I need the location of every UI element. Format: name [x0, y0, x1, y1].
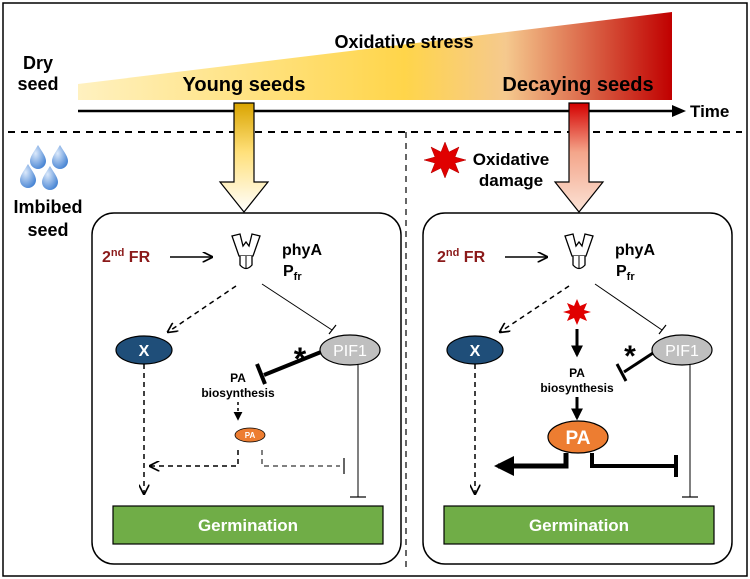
- panel-border: [91, 212, 402, 565]
- pif1-inhibits-pa-line: [623, 351, 654, 374]
- pfr-label: Pfr: [616, 263, 635, 283]
- phya-inhibits-pif1-line: [261, 283, 333, 331]
- phya-to-x-arrow: [500, 285, 570, 332]
- pif1-node-label: PIF1: [333, 343, 367, 360]
- imbibed-seed-label-line1: Imbibed: [13, 197, 82, 217]
- pa-node-small-label: PA: [245, 431, 256, 440]
- imbibed-seed-label-line2: seed: [27, 220, 68, 240]
- pa-node-large: [547, 420, 609, 454]
- pif1-node: [319, 334, 381, 366]
- timeline-header: Dry seed Oxidative stress Young seeds De…: [8, 12, 742, 133]
- pa-node-small: [234, 427, 266, 443]
- oxidative-damage-label-line1: Oxidative: [473, 150, 550, 169]
- panel-border: [422, 212, 733, 565]
- pif1-inhibits-pa-line: [263, 350, 322, 377]
- phya-label: phyA: [282, 242, 322, 259]
- phya-to-x-arrow: [168, 285, 237, 332]
- decaying-seeds-label: Decaying seeds: [502, 74, 653, 96]
- pfr-label: Pfr: [283, 263, 302, 283]
- phya-label: phyA: [615, 242, 655, 259]
- water-drops-icon: [20, 145, 68, 190]
- oxidative-damage-starburst-icon: [563, 299, 591, 325]
- dry-seed-label-line2: seed: [17, 74, 58, 94]
- germination-box: [443, 505, 715, 545]
- oxidative-damage-label-line2: damage: [479, 171, 543, 190]
- second-fr-label: 2nd FR: [102, 247, 151, 266]
- x-node-label: X: [139, 343, 150, 360]
- phya-photoreceptor-icon: [231, 233, 261, 270]
- pa-inhibits-line: [261, 450, 340, 467]
- pa-biosynthesis-label-line1: PA: [569, 366, 585, 380]
- germination-box: [112, 505, 384, 545]
- x-node-label: X: [470, 343, 481, 360]
- pa-promotes-arrow: [494, 453, 569, 476]
- pif1-inhibition-bar: [615, 363, 628, 382]
- pa-biosynthesis-label-line2: biosynthesis: [540, 381, 614, 395]
- pa-biosynthesis-label-line1: PA: [230, 371, 246, 385]
- oxidative-damage-starburst-icon: [423, 141, 467, 179]
- decaying-seeds-arrow: [553, 102, 605, 213]
- pif1-node: [651, 334, 713, 366]
- inhibition-bar: [328, 324, 337, 335]
- oxidative-stress-label: Oxidative stress: [334, 32, 473, 52]
- pa-inhibits-line: [590, 453, 674, 468]
- time-label: Time: [690, 102, 729, 121]
- pa-biosynthesis-label-line2: biosynthesis: [201, 386, 275, 400]
- pa-promotes-arrow: [150, 450, 239, 466]
- phya-inhibits-pif1-line: [594, 283, 663, 331]
- asterisk-mark: *: [294, 341, 307, 377]
- germination-label: Germination: [198, 516, 298, 535]
- asterisk-mark: *: [624, 340, 636, 373]
- pif1-inhibition-bar: [255, 363, 267, 385]
- dry-seed-label-line1: Dry: [23, 53, 53, 73]
- inhibition-bar: [658, 324, 667, 335]
- germination-label: Germination: [529, 516, 629, 535]
- phya-photoreceptor-icon: [564, 233, 594, 270]
- second-fr-label: 2nd FR: [437, 247, 486, 266]
- pa-node-large-label: PA: [566, 428, 591, 449]
- young-seeds-label: Young seeds: [183, 74, 306, 96]
- pif1-node-label: PIF1: [665, 343, 699, 360]
- oxidative-stress-wedge: [78, 12, 672, 100]
- young-seed-panel: 2nd FR phyA Pfr X PIF1 * PA biosynthesis…: [91, 212, 402, 565]
- young-seeds-arrow: [218, 102, 270, 213]
- time-arrowhead-icon: [672, 105, 686, 117]
- decaying-seed-panel: 2nd FR phyA Pfr X PIF1 * PA biosynthesis…: [422, 212, 733, 565]
